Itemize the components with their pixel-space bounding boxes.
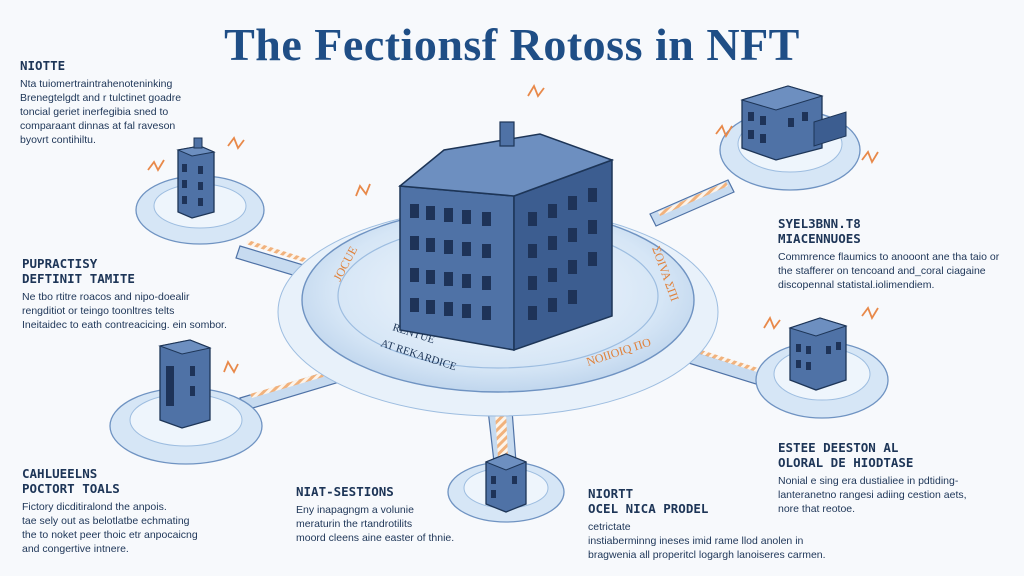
spark-icon — [527, 83, 545, 98]
bridge-right-bottom — [665, 343, 761, 385]
note-heading: ESTEE DEESTON AL OLORAL DE HIODTASE — [778, 440, 914, 470]
note-heading: SYEL3BNN.T8 MIACENNUOES — [778, 216, 861, 246]
hub-inner-ring — [337, 223, 659, 369]
spark-icon — [861, 306, 879, 321]
note-heading: PUPRACTISY DEFTINIT TAMITE — [22, 256, 135, 286]
bridge-stripe — [658, 182, 728, 216]
ring-label-bottom: NOIIOIQ ΠΟ — [585, 335, 653, 369]
spark-icon — [223, 359, 239, 374]
spark-icon — [763, 315, 781, 330]
note-body: Nta tuiomertraintrahenoteninking Brenegt… — [20, 78, 182, 146]
note-bottom-left: CAHLUEELNS POCTORT TOALS Fictory dicditi… — [22, 466, 232, 556]
ring-label-right: ΣOIVA ΣΠΙ — [649, 244, 682, 303]
bridge-stripe — [495, 412, 508, 458]
note-body: Nonial e sing era dustialiee in pdtiding… — [778, 475, 967, 515]
node-right — [755, 317, 889, 419]
note-mid-left: PUPRACTISY DEFTINIT TAMITE Ne tbo rtitre… — [22, 256, 232, 332]
bridge-left-bottom — [239, 367, 347, 411]
hub-shadow — [277, 207, 719, 417]
note-heading: NIAT-SESTIONS — [296, 484, 394, 499]
hub-label-line1: RENTUE — [391, 321, 436, 346]
note-heading: NIOTTE — [20, 58, 66, 73]
bridge-right-top — [649, 179, 735, 227]
spark-icon — [355, 183, 371, 197]
bridge-bottom — [487, 409, 517, 463]
central-building — [398, 121, 615, 352]
spark-icon — [715, 124, 733, 139]
bridge-stripe — [246, 240, 318, 266]
central-hub: JOCUE ΣOIVA ΣΠΙ NOIIOIQ ΠΟ RENTUE AT REK… — [277, 121, 719, 417]
bridge-stripe — [250, 368, 340, 398]
bridge-left-top — [235, 245, 321, 283]
spark-icon — [861, 150, 879, 165]
note-body: Eny inapagngm a volunie meraturin the rt… — [296, 504, 455, 544]
ring-label-left: JOCUE — [330, 244, 360, 284]
hub-platform — [301, 207, 695, 393]
note-heading: CAHLUEELNS POCTORT TOALS — [22, 466, 120, 496]
spark-icon — [227, 136, 245, 150]
note-bottom-center: NIAT-SESTIONS Eny inapagngm a volunie me… — [296, 484, 476, 545]
note-bottom-mid: NIORTT OCEL NICA PRODEL cetrictate insti… — [588, 486, 838, 562]
note-heading: NIORTT OCEL NICA PRODEL — [588, 486, 709, 516]
page-title: The Fectionsf Rotoss in NFT — [224, 19, 800, 70]
spark-icon — [147, 159, 165, 172]
note-mid-right: SYEL3BNN.T8 MIACENNUOES Commrence flaumi… — [778, 216, 1018, 292]
accent-sparks — [147, 83, 879, 374]
node-top-right — [719, 85, 861, 191]
node-bottom-left — [109, 339, 263, 465]
node-top-left — [135, 137, 265, 245]
connector-bridges — [235, 179, 761, 463]
note-body: Commrence flaumics to anooont ane tha ta… — [778, 251, 1000, 291]
hub-label-line2: AT REKARDICE — [379, 337, 458, 373]
note-bottom-right: ESTEE DEESTON AL OLORAL DE HIODTASE Noni… — [778, 440, 1018, 516]
bridge-stripe — [675, 342, 758, 372]
note-body: cetrictate instiaberminng ineses imid ra… — [588, 521, 826, 561]
note-body: Fictory dicditiralond the anpois. tae se… — [22, 501, 198, 555]
note-top-left: NIOTTE Nta tuiomertraintrahenoteninking … — [20, 58, 230, 147]
note-body: Ne tbo rtitre roacos and nipo-doealir re… — [22, 291, 227, 331]
